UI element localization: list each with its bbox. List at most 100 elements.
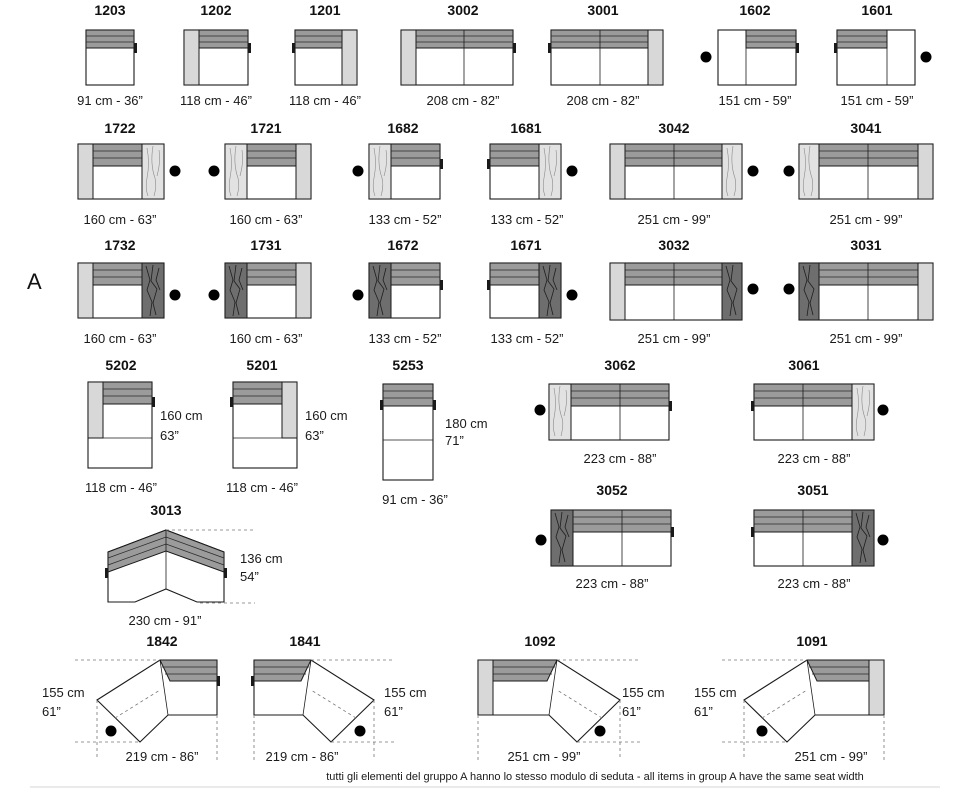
module-1681: [487, 143, 562, 200]
module-width-1602: 151 cm - 59”: [719, 93, 792, 108]
optional-element-icon: [920, 51, 932, 63]
module-depth-cm-5201: 160 cm: [305, 408, 348, 423]
module-1092: [477, 659, 621, 743]
optional-element-icon: [169, 289, 181, 301]
module-1672: [368, 262, 443, 319]
optional-element-icon: [756, 725, 768, 737]
module-width-3051: 223 cm - 88”: [778, 576, 851, 591]
module-code-1671: 1671: [510, 237, 541, 253]
module-width-1091: 251 cm - 99”: [795, 749, 868, 764]
module-1671: [487, 262, 562, 319]
module-1601: [834, 29, 916, 86]
module-5202: [87, 381, 155, 469]
optional-element-icon: [594, 725, 606, 737]
module-code-3032: 3032: [658, 237, 689, 253]
module-code-3051: 3051: [797, 482, 828, 498]
optional-element-icon: [535, 534, 547, 546]
module-3042: [609, 143, 743, 200]
module-code-1092: 1092: [524, 633, 555, 649]
module-width-1203: 91 cm - 36”: [77, 93, 143, 108]
module-width-3031: 251 cm - 99”: [830, 331, 903, 346]
module-3013: [105, 529, 227, 603]
module-1682: [368, 143, 443, 200]
module-depth-cm-1091: 155 cm: [694, 685, 737, 700]
module-3041: [798, 143, 934, 200]
module-width-1672: 133 cm - 52”: [369, 331, 442, 346]
module-3001: [548, 29, 664, 86]
module-1841: [251, 659, 375, 743]
optional-element-icon: [169, 165, 181, 177]
module-code-1201: 1201: [309, 2, 340, 18]
module-1732: [77, 262, 165, 319]
module-code-5202: 5202: [105, 357, 136, 373]
module-code-1091: 1091: [796, 633, 827, 649]
module-1722: [77, 143, 165, 200]
module-depth-in-1092: 61”: [622, 704, 641, 719]
module-width-5202: 118 cm - 46”: [85, 480, 157, 495]
module-3051: [751, 509, 875, 567]
module-width-3062: 223 cm - 88”: [584, 451, 657, 466]
module-width-1682: 133 cm - 52”: [369, 212, 442, 227]
module-1602: [717, 29, 799, 86]
module-width-3041: 251 cm - 99”: [830, 212, 903, 227]
group-label: A: [27, 269, 42, 294]
module-code-1841: 1841: [289, 633, 320, 649]
module-code-1681: 1681: [510, 120, 541, 136]
module-depth-in-3013: 54”: [240, 569, 259, 584]
module-width-3042: 251 cm - 99”: [638, 212, 711, 227]
module-width-1841: 219 cm - 86”: [266, 749, 339, 764]
module-code-1602: 1602: [739, 2, 770, 18]
module-depth-in-1091: 61”: [694, 704, 713, 719]
module-code-3013: 3013: [150, 502, 181, 518]
module-width-5201: 118 cm - 46”: [226, 480, 298, 495]
module-width-3001: 208 cm - 82”: [567, 93, 640, 108]
optional-element-icon: [352, 165, 364, 177]
module-code-1682: 1682: [387, 120, 418, 136]
optional-element-icon: [700, 51, 712, 63]
module-depth-cm-1841: 155 cm: [384, 685, 427, 700]
module-width-1671: 133 cm - 52”: [491, 331, 564, 346]
optional-element-icon: [534, 404, 546, 416]
optional-element-icon: [877, 534, 889, 546]
module-code-5253: 5253: [392, 357, 423, 373]
module-code-3042: 3042: [658, 120, 689, 136]
module-width-5253: 91 cm - 36”: [382, 492, 448, 507]
module-width-1092: 251 cm - 99”: [508, 749, 581, 764]
module-code-1842: 1842: [146, 633, 177, 649]
module-code-3061: 3061: [788, 357, 819, 373]
module-1091: [743, 659, 885, 743]
module-code-1731: 1731: [250, 237, 281, 253]
module-depth-in-5201: 63”: [305, 428, 324, 443]
module-code-1203: 1203: [94, 2, 125, 18]
module-depth-cm-1092: 155 cm: [622, 685, 665, 700]
module-code-1722: 1722: [104, 120, 135, 136]
module-depth-cm-5253: 180 cm: [445, 416, 488, 431]
module-code-3052: 3052: [596, 482, 627, 498]
module-1203: [85, 29, 137, 86]
module-1202: [183, 29, 251, 86]
module-code-1601: 1601: [861, 2, 892, 18]
module-code-1672: 1672: [387, 237, 418, 253]
module-1731: [224, 262, 312, 319]
module-width-1722: 160 cm - 63”: [84, 212, 157, 227]
optional-element-icon: [783, 283, 795, 295]
module-depth-in-1841: 61”: [384, 704, 403, 719]
module-3031: [798, 262, 934, 321]
module-3062: [548, 383, 672, 441]
module-3061: [751, 383, 875, 441]
optional-element-icon: [566, 165, 578, 177]
module-depth-cm-3013: 136 cm: [240, 551, 283, 566]
module-width-1201: 118 cm - 46”: [289, 93, 361, 108]
module-depth-in-5202: 63”: [160, 428, 179, 443]
optional-element-icon: [352, 289, 364, 301]
module-depth-cm-1842: 155 cm: [42, 685, 85, 700]
module-width-3013: 230 cm - 91”: [129, 613, 202, 628]
module-5201: [230, 381, 298, 469]
module-width-1721: 160 cm - 63”: [230, 212, 303, 227]
module-width-1731: 160 cm - 63”: [230, 331, 303, 346]
module-1721: [224, 143, 312, 200]
module-depth-in-5253: 71”: [445, 433, 464, 448]
optional-element-icon: [208, 165, 220, 177]
module-code-3062: 3062: [604, 357, 635, 373]
